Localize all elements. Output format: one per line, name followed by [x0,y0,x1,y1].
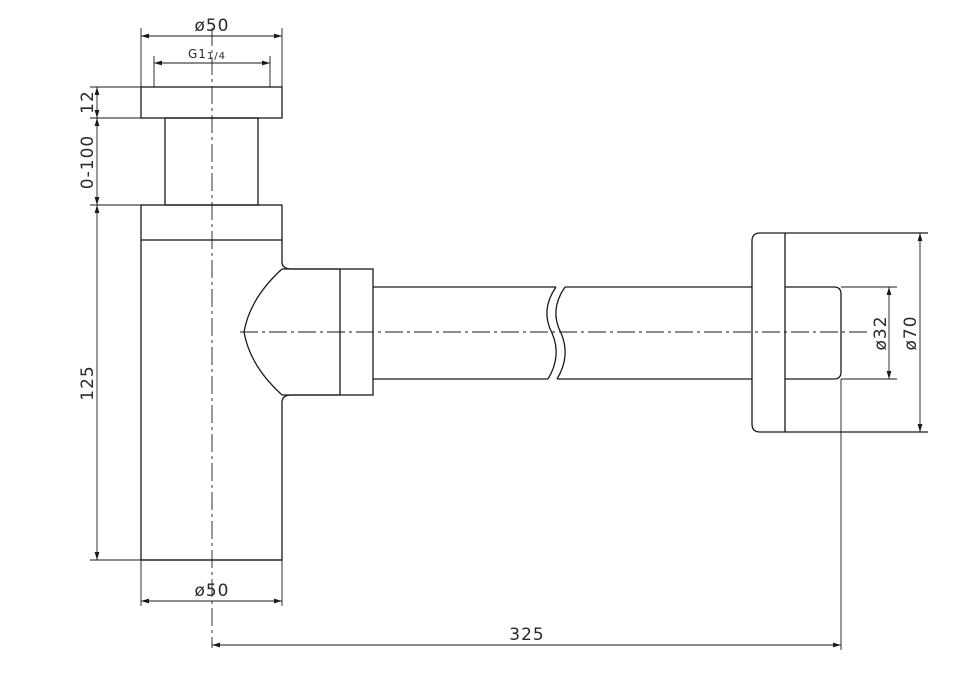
dim-thread: G11/4 [153,47,271,87]
dim-bottom-diameter: ø50 [140,560,283,606]
dim-left-stack: 12 0-100 125 [78,86,165,561]
pipe-break-line [546,286,557,380]
upper-collar [140,204,283,241]
dim-cap-height-label: 12 [78,90,98,114]
dim-bottom-diameter-label: ø50 [194,581,229,601]
pipe-break-line [555,286,566,380]
dim-flange-diameter-label: ø70 [901,315,921,350]
dim-top-diameter-label: ø50 [194,16,229,36]
dim-total-length: 325 [212,379,842,650]
top-cap [140,86,283,119]
dim-flange-diameter: ø70 [901,233,923,432]
dim-adjust-range-label: 0-100 [78,135,98,189]
dim-pipe-diameter-label: ø32 [871,315,891,350]
bottle-body [140,240,340,561]
outlet-pipe [373,286,752,380]
dim-thread-label: G11/4 [188,47,226,62]
trap-body [140,86,340,561]
dim-pipe-diameter: ø32 [871,287,892,379]
dim-body-height-label: 125 [78,365,98,400]
inlet-tube [164,117,259,206]
dim-total-length-label: 325 [509,625,544,645]
dim-top-diameter: ø50 [140,16,283,87]
wall-flange [751,232,928,433]
